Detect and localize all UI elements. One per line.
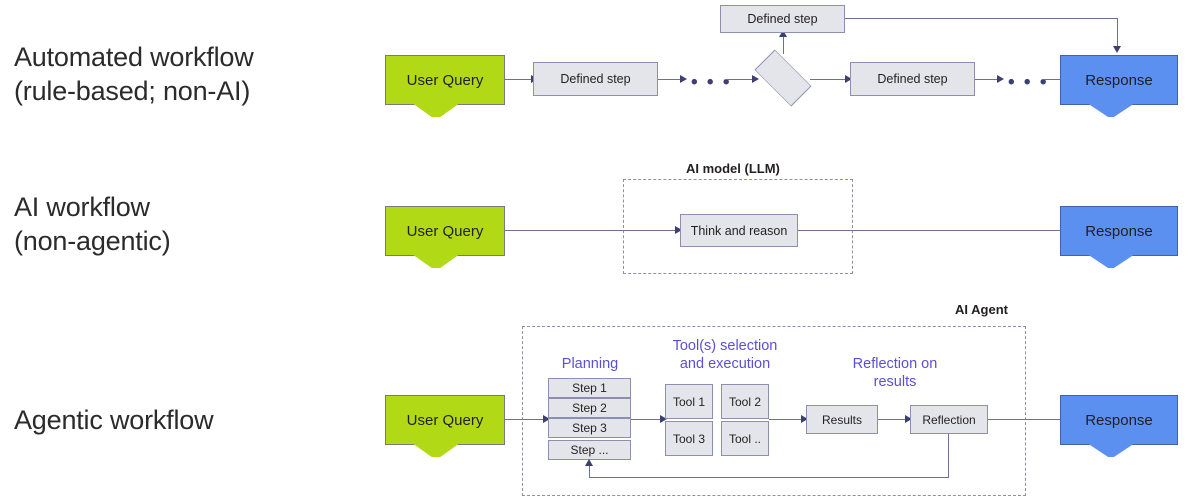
response-label-3: Response [1085,411,1153,429]
connector-query-to-step1 [505,79,533,81]
step-label-2: Step 2 [572,401,607,415]
arrowhead-results [801,415,808,423]
step-box-4: Step ... [548,440,631,460]
decision-diamond [754,49,812,107]
user-query-shape-row2: User Query [385,206,505,256]
defined-step-box-top: Defined step [720,5,845,33]
arrowhead-decision [752,75,759,83]
response-label-2: Response [1085,222,1153,240]
ai-model-container-title: AI model (LLM) [686,161,780,176]
ellipsis-1: • • • [691,72,732,93]
arrowhead-up-to-top-step [779,30,787,37]
ai-agent-container [522,326,1026,496]
step-label-3: Step 3 [572,421,607,435]
connector-tools-to-results [769,419,804,421]
tool-box-1: Tool 1 [665,384,713,419]
callout-tail [412,444,458,457]
response-label-1: Response [1085,71,1153,89]
callout-tail [412,255,458,268]
defined-step-label-2: Defined step [877,72,948,86]
arrowhead-down-to-response [1113,46,1121,53]
results-box: Results [806,405,878,434]
ai-model-container [623,179,853,274]
response-shape-row2: Response [1060,206,1178,256]
user-query-shape-row3: User Query [385,395,505,445]
step-box-2: Step 2 [548,398,631,418]
caption-reflection: Reflection on results [852,356,938,390]
ellipsis-2: • • • [1008,72,1049,93]
callout-tail [1087,104,1133,117]
tool-label-3: Tool 3 [672,431,706,446]
connector-results-to-reflection [878,419,908,421]
arrowhead-step2 [845,75,852,83]
row-label-automated-workflow: Automated workflow (rule-based; non-AI) [14,42,254,106]
connector-step1-to-ellipsis [658,79,682,81]
reflection-label: Reflection [922,412,976,427]
response-shape-row3: Response [1060,395,1178,445]
defined-step-box-2: Defined step [850,62,975,96]
step-box-1: Step 1 [548,378,631,398]
user-query-label: User Query [406,222,484,240]
step-box-3: Step 3 [548,418,631,438]
callout-tail [1087,255,1133,268]
connector-decision-up [783,32,785,54]
connector-step2-to-ellipsis2 [975,79,999,81]
connector-ellipsis2-to-response [1042,79,1068,81]
step-label-4: Step ... [570,443,609,457]
defined-step-label-1: Defined step [560,72,631,86]
arrowhead-ellipsis-2 [997,75,1004,83]
connector-planning-to-tools [631,419,663,421]
results-label: Results [821,412,862,427]
tool-box-4: Tool .. [721,421,769,456]
connector-top-step-down [1117,18,1119,48]
ai-agent-container-title: AI Agent [955,302,1008,317]
caption-planning: Planning [561,356,619,372]
connector-ellipsis-to-decision [725,79,755,81]
connector-top-step-right [845,18,1118,20]
callout-tail [412,104,458,117]
think-and-reason-box: Think and reason [680,214,798,247]
connector-query-to-think [505,230,678,232]
think-and-reason-label: Think and reason [690,223,788,238]
connector-reflection-to-response [988,419,1063,421]
reflection-box: Reflection [910,405,988,434]
user-query-label: User Query [406,411,484,429]
feedback-line-up [589,465,591,478]
tool-label-4: Tool .. [728,431,761,446]
arrowhead-think [675,226,682,234]
tool-label-1: Tool 1 [672,394,706,409]
user-query-label: User Query [406,71,484,89]
tool-box-3: Tool 3 [665,421,713,456]
connector-query-to-planning [505,419,546,421]
user-query-shape-row1: User Query [385,55,505,105]
arrowhead-planning [543,415,550,423]
row-label-ai-workflow: AI workflow (non-agentic) [14,192,171,256]
connector-decision-to-step2 [810,79,848,81]
step-label-1: Step 1 [572,381,607,395]
defined-step-label-top: Defined step [747,12,818,26]
arrowhead-ellipsis-1 [680,75,687,83]
tool-box-2: Tool 2 [721,384,769,419]
callout-tail [1087,444,1133,457]
row-label-agentic-workflow: Agentic workflow [14,405,214,435]
feedback-line-left [589,477,949,479]
response-shape-row1: Response [1060,55,1178,105]
caption-tools: Tool(s) selection and execution [672,338,778,372]
feedback-line-down [948,434,950,478]
connector-think-to-response [798,230,1063,232]
arrowhead-reflection [905,415,912,423]
arrowhead-feedback-to-step [585,459,593,466]
arrowhead-tools [660,415,667,423]
defined-step-box-1: Defined step [533,62,658,96]
tool-label-2: Tool 2 [728,394,762,409]
